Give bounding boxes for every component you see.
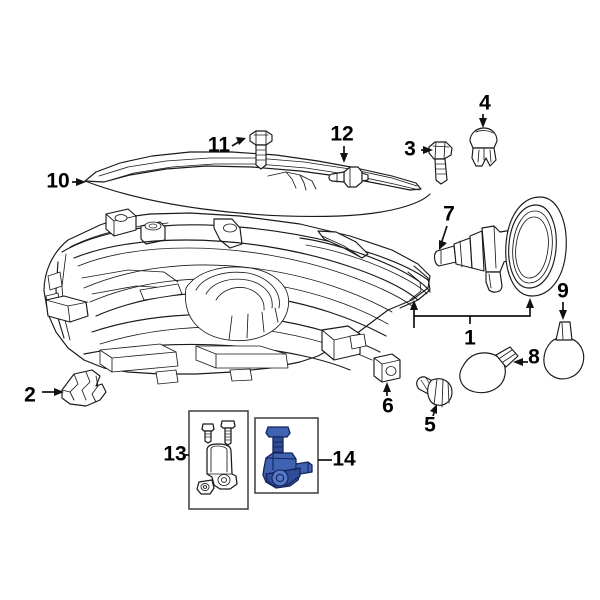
inset-box-13 xyxy=(188,410,249,510)
projector-lens xyxy=(185,266,290,342)
part-push-pin-clip xyxy=(469,127,498,167)
leader-8 xyxy=(513,358,528,366)
callout-number-2: 2 xyxy=(24,384,36,407)
callout-number-10: 10 xyxy=(46,170,69,193)
leader-1 xyxy=(410,298,534,328)
callout-number-1: 1 xyxy=(464,327,476,350)
callout-number-12: 12 xyxy=(330,123,353,146)
part-leveling-actuator-assembly xyxy=(196,420,238,495)
callout-number-8: 8 xyxy=(528,346,540,369)
part-upper-trim-seal xyxy=(84,151,431,217)
part-screw-grommet xyxy=(416,376,453,408)
part-sealing-ring xyxy=(505,196,567,297)
part-headlamp-housing xyxy=(43,208,431,385)
part-headlamp-mounting-bracket xyxy=(262,426,313,489)
callout-number-11: 11 xyxy=(208,134,231,157)
callout-number-13: 13 xyxy=(163,443,186,466)
callout-number-3: 3 xyxy=(404,138,416,161)
part-mounting-bracket-lower-left xyxy=(61,369,107,407)
callout-number-4: 4 xyxy=(479,92,491,115)
callout-number-7: 7 xyxy=(443,203,455,226)
leader-9 xyxy=(559,302,567,320)
callout-number-9: 9 xyxy=(557,280,569,303)
leader-11 xyxy=(231,137,246,147)
part-trim-bolt xyxy=(249,130,273,170)
part-retainer-tab xyxy=(373,353,401,383)
callout-number-14: 14 xyxy=(332,448,356,471)
part-flange-bolt xyxy=(428,141,453,185)
leader-6 xyxy=(383,382,391,396)
leader-5 xyxy=(430,404,437,417)
leader-10 xyxy=(72,178,86,186)
leader-4 xyxy=(479,114,487,128)
part-headlight-bulb-socket xyxy=(433,225,517,293)
callout-number-5: 5 xyxy=(424,414,436,437)
callout-number-6: 6 xyxy=(382,395,394,418)
part-wedge-bulb xyxy=(543,321,585,380)
leader-2 xyxy=(42,388,64,396)
leader-3 xyxy=(421,146,433,154)
part-turn-signal-bulb xyxy=(459,346,519,394)
leader-12 xyxy=(340,146,348,163)
part-trim-grommet xyxy=(328,166,369,188)
leader-7 xyxy=(439,225,448,250)
